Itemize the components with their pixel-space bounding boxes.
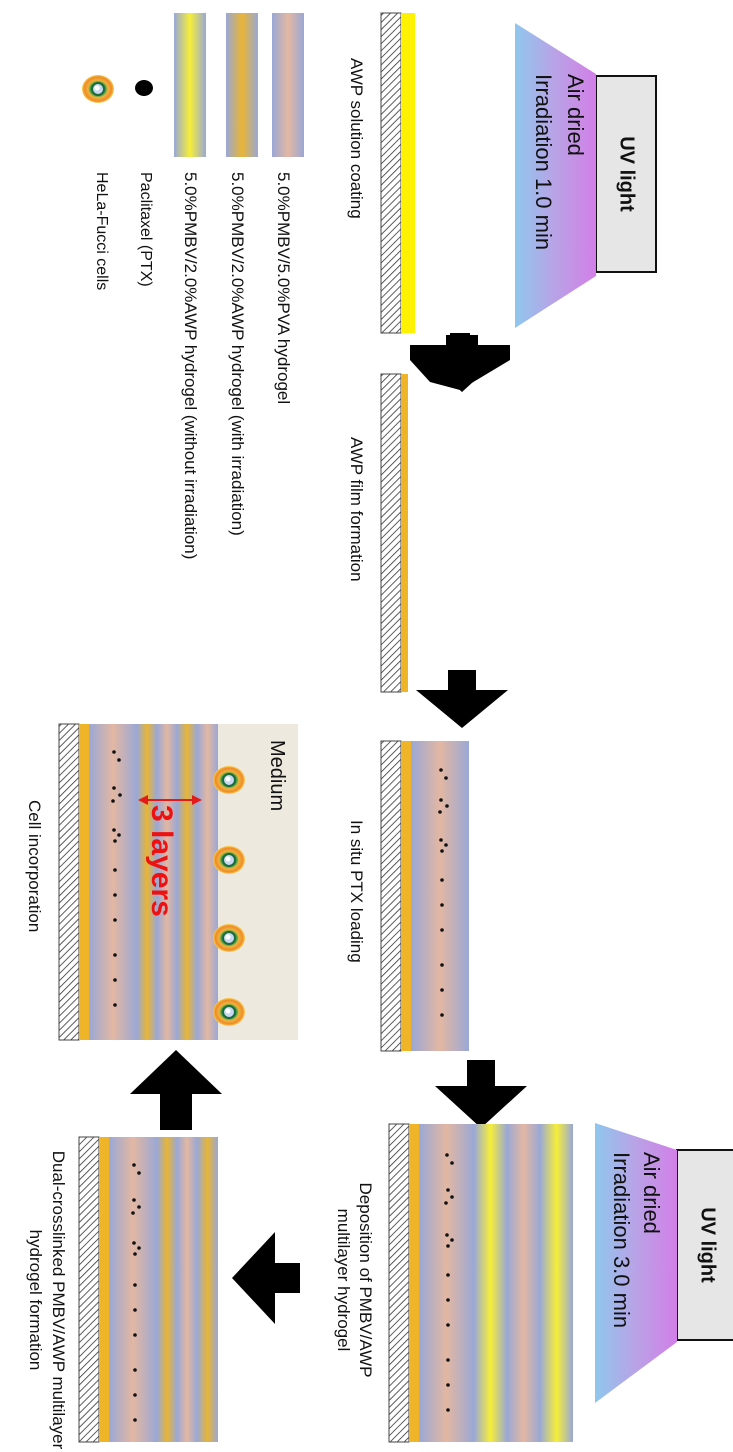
- uv-light-label-top: UV light: [615, 136, 638, 212]
- uv-lamp-top-box: UV light: [596, 76, 656, 272]
- legend-swatch-pva: [272, 13, 304, 157]
- ptx-film: [401, 741, 411, 1051]
- arrow-up-1: [130, 1050, 222, 1130]
- ptx-dots-step4: [444, 1153, 454, 1412]
- substrate-step4: [388, 1123, 410, 1443]
- awp-film-layer: [401, 374, 408, 692]
- ptx-hydrogel: [411, 741, 469, 1051]
- dual-ptx-hydrogel: [109, 1137, 157, 1442]
- cell-ptx-hydrogel: [89, 724, 137, 1040]
- substrate-step3: [380, 740, 402, 1052]
- dual-layer-1: [157, 1137, 177, 1442]
- legend-ptx-dot: [135, 80, 153, 96]
- cell-film: [79, 724, 89, 1040]
- arrow-left-1: [232, 1232, 300, 1324]
- uv-beam-top: [515, 23, 596, 328]
- three-layers-label: 3 layers: [145, 805, 178, 917]
- ptx-dots-step3: [438, 768, 449, 1017]
- uv-lamp-bottom: [676, 1149, 733, 1341]
- dep-layer-2: [507, 1124, 540, 1442]
- cell-layer-1: [137, 724, 157, 1040]
- three-layers-arrow: [138, 795, 202, 805]
- arrow-down-2: [416, 670, 508, 728]
- uv-top-air-dried: Air dried: [563, 74, 588, 156]
- uv-bottom-irradiation: Irradiation 3.0 min: [609, 1152, 634, 1329]
- step-deposition-label: Deposition of PMBV/AWP multilayer hydrog…: [334, 1182, 375, 1378]
- dual-layer-2: [177, 1137, 197, 1442]
- legend-swatch-awp-irr: [226, 13, 258, 157]
- uv-beam-bottom: [595, 1123, 677, 1403]
- legend-cells-label: HeLa-Fucci cells: [93, 172, 110, 291]
- cell-layer-4: [197, 724, 218, 1040]
- dual-film: [99, 1137, 109, 1442]
- substrate-step1: [380, 12, 402, 334]
- legend-pva-label: 5.0%PMBV/5.0%PVA hydrogel: [274, 172, 293, 405]
- uv-lamp-top: [595, 75, 657, 273]
- awp-coating-layer: [401, 13, 415, 333]
- legend-awp-irr-label: 5.0%PMBV/2.0%AWP hydrogel (with irradiat…: [228, 172, 247, 536]
- ptx-dots-step6: [111, 750, 122, 1007]
- legend-swatch-awp-noirr: [174, 13, 206, 157]
- dep-layer-1: [474, 1124, 507, 1442]
- legend-cell-icon: [81, 74, 115, 104]
- uv-top-irradiation: Irradiation 1.0 min: [531, 74, 556, 251]
- cell-layer-2: [157, 724, 177, 1040]
- substrate-step2: [380, 373, 402, 693]
- cell-layer-3: [177, 724, 197, 1040]
- arrow-down-3: [435, 1060, 527, 1128]
- ptx-dots-step5: [131, 1163, 141, 1422]
- dep-ptx-hydrogel: [419, 1124, 474, 1442]
- substrate-step5: [78, 1136, 100, 1443]
- dep-layer-3: [540, 1124, 573, 1442]
- dual-layer-3: [197, 1137, 218, 1442]
- step-dual-label: Dual-crosslinked PMBV/AWP multilayer hyd…: [26, 1150, 68, 1450]
- uv-bottom-air-dried: Air dried: [639, 1152, 664, 1234]
- step-cell-label: Cell incorporation: [25, 800, 44, 933]
- uv-light-label-bottom: UV light: [696, 1207, 719, 1283]
- step-film-label: AWP film formation: [347, 437, 366, 582]
- step-coating-label: AWP solution coating: [347, 58, 366, 219]
- substrate-step6: [58, 723, 80, 1041]
- legend-ptx-label: Paclitaxel (PTX): [137, 172, 154, 287]
- dep-film: [409, 1124, 419, 1442]
- medium-label: Medium: [266, 740, 288, 812]
- legend-awp-noirr-label: 5.0%PMBV/2.0%AWP hydrogel (without irrad…: [181, 172, 200, 560]
- step-ptx-label: In situ PTX loading: [347, 820, 366, 963]
- uv-lamp-bottom-box: UV light: [677, 1150, 733, 1340]
- arrow-down-1-head: [416, 335, 508, 392]
